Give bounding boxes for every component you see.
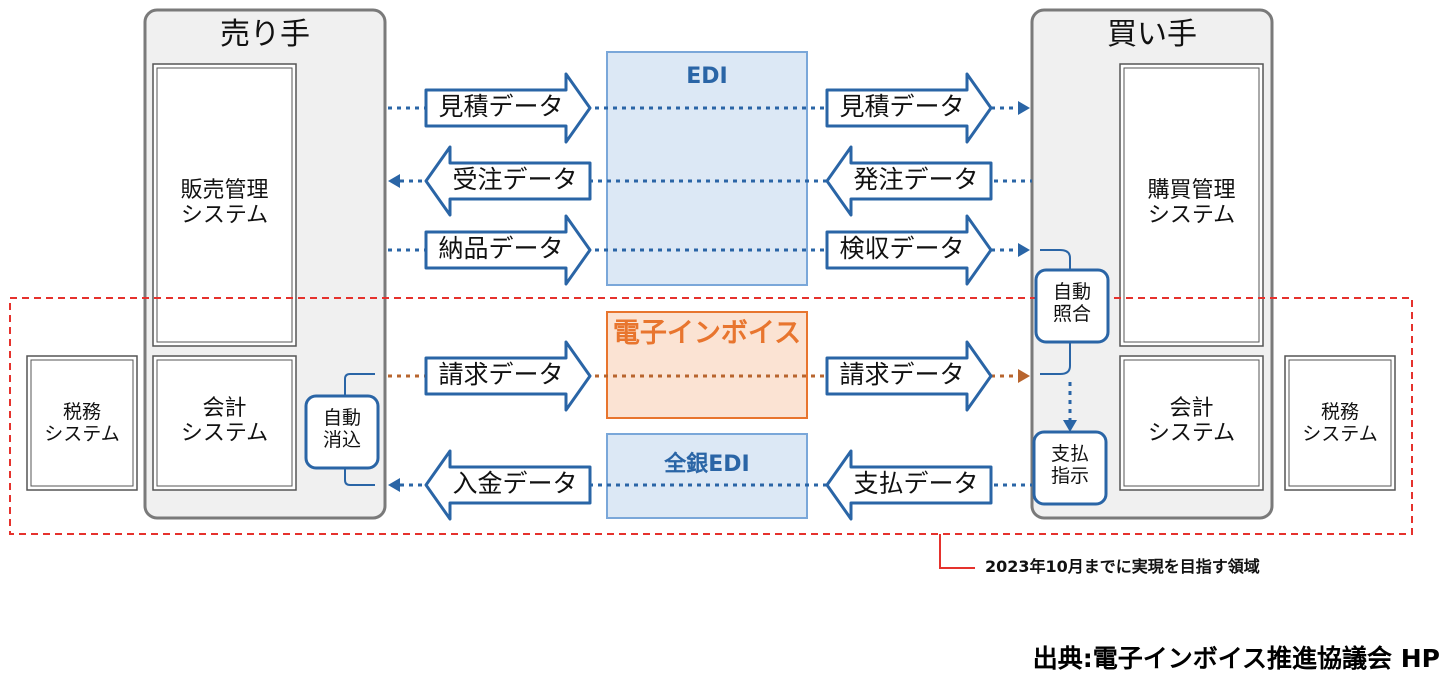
region-note: 2023年10月までに実現を目指す領域 xyxy=(985,557,1260,576)
delivery-left-label: 納品データ xyxy=(438,234,564,263)
deposit-left-label: 入金データ xyxy=(452,469,578,498)
payment-right-arrow-shape xyxy=(825,449,993,521)
deposit-left-arrow-shape xyxy=(424,449,592,521)
order-left-arrow-shape xyxy=(424,145,592,217)
payment-right-label: 支払データ xyxy=(853,469,979,498)
region-note-leader xyxy=(939,534,975,569)
quote-right-arrow-shape xyxy=(825,72,993,144)
edi-box xyxy=(606,51,808,286)
purchase-system-label: 購買管理 システム xyxy=(1147,178,1236,229)
zengin-edi-box xyxy=(606,433,808,519)
quote-right-label: 見積データ xyxy=(839,92,965,121)
buyer-title: 買い手 xyxy=(1107,17,1197,52)
inspection-right-arrow-shape xyxy=(825,214,993,286)
seller-title: 売り手 xyxy=(220,17,310,52)
auto-match-box xyxy=(1034,268,1110,344)
inspection-right-label: 検収データ xyxy=(839,234,965,263)
order-left-label: 受注データ xyxy=(452,165,578,194)
tax-system-right-box xyxy=(1284,355,1396,491)
invoice-right-arrow-shape xyxy=(825,340,993,412)
sales-system-label: 販売管理 システム xyxy=(180,178,269,229)
auto-clear-box xyxy=(304,394,380,470)
buyer-accounting-label: 会計 システム xyxy=(1147,396,1236,447)
sales-system-box xyxy=(152,63,297,347)
buyer-accounting-box xyxy=(1119,355,1264,491)
auto-match-label: 自動 照合 xyxy=(1052,281,1091,325)
target-region xyxy=(9,297,1413,535)
delivery-left-arrow-shape xyxy=(424,214,592,286)
invoice-left-arrow-shape xyxy=(424,340,592,412)
tax-system-left-label: 税務 システム xyxy=(44,401,120,445)
order-right-arrow-shape xyxy=(825,145,993,217)
zengin-edi-label: 全銀EDI xyxy=(664,452,750,477)
auto-clear-label: 自動 消込 xyxy=(322,407,361,451)
quote-left-label: 見積データ xyxy=(438,92,564,121)
edi-label: EDI xyxy=(686,64,728,89)
source-note: 出典:電子インボイス推進協議会 HP xyxy=(1032,644,1440,673)
tax-system-left-box xyxy=(26,355,138,491)
order-right-label: 発注データ xyxy=(853,165,979,194)
tax-system-right-label: 税務 システム xyxy=(1302,401,1378,445)
payment-instruction-label: 支払 指示 xyxy=(1050,443,1089,487)
seller-accounting-label: 会計 システム xyxy=(180,396,269,447)
e-invoice-box xyxy=(606,311,808,419)
invoice-left-label: 請求データ xyxy=(438,360,564,389)
invoice-right-label: 請求データ xyxy=(839,360,965,389)
seller-accounting-box xyxy=(152,355,297,491)
quote-left-arrow-shape xyxy=(424,72,592,144)
e-invoice-label: 電子インボイス xyxy=(612,318,802,349)
payment-instruction-box xyxy=(1032,430,1108,506)
